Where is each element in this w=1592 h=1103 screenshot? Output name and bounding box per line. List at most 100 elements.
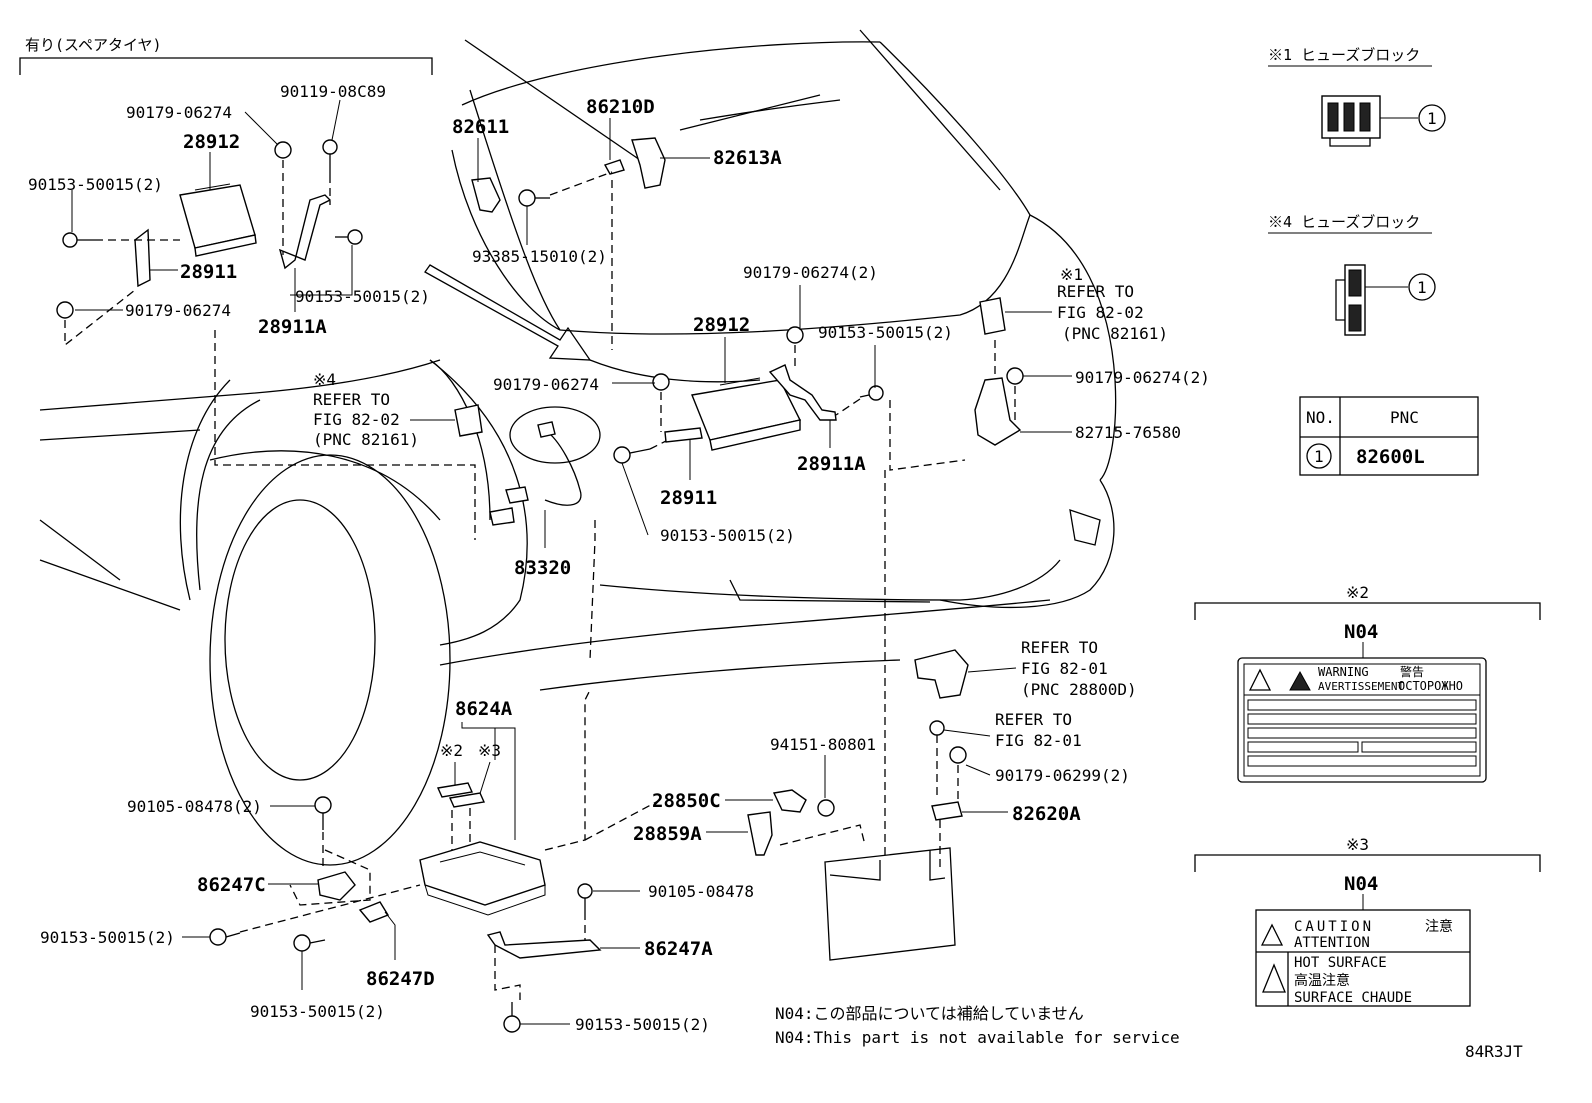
ecu-module-left <box>179 183 257 257</box>
warning-label: WARNING AVERTISSEMENT 警告 OCTOPOЖHO <box>1237 657 1487 783</box>
bracket-28911 <box>664 427 703 443</box>
bracket-86247a <box>486 931 602 959</box>
part-number: 86247D <box>366 968 435 990</box>
nut-icon <box>1006 367 1024 385</box>
refer-text: (PNC 82161) <box>1062 324 1168 343</box>
bracket-82611 <box>471 177 501 213</box>
refer-text: FIG 82-01 <box>995 731 1082 750</box>
refer-text: FIG 82-01 <box>1021 659 1108 678</box>
bracket-28911a <box>768 364 837 421</box>
bolt-icon <box>503 1002 521 1033</box>
bracket-82613a <box>631 137 666 189</box>
caution-text: CAUTION <box>1294 919 1374 935</box>
fuse-block-1-title: ※1 ヒューズブロック <box>1268 46 1420 64</box>
bracket-82620a <box>931 801 963 821</box>
part-number: 90179-06274(2) <box>1075 368 1210 387</box>
part-number: 82613A <box>713 147 782 169</box>
direction-arrow <box>424 264 592 361</box>
nut-icon <box>786 326 804 344</box>
part-number: 28912 <box>693 314 750 336</box>
refer-text: REFER TO <box>313 390 390 409</box>
fuse-block-1-drawing <box>1321 95 1381 147</box>
table-cell: 1 <box>1314 447 1324 466</box>
bolt-icon <box>293 934 326 952</box>
caution-label: CAUTION 注意 ATTENTION HOT SURFACE 高温注意 SU… <box>1255 909 1471 1007</box>
part-number: 82611 <box>452 116 509 138</box>
pnc-table: NO. PNC 1 82600L <box>1299 396 1479 476</box>
part-number: 90179-06274(2) <box>743 263 878 282</box>
bolt-icon <box>859 385 884 401</box>
part-number: 90179-06274 <box>493 375 599 394</box>
part-number: 90105-08478(2) <box>127 797 262 816</box>
part-number: 90153-50015(2) <box>295 287 430 306</box>
refer-text: REFER TO <box>1057 282 1134 301</box>
warning-text: 警告 <box>1400 664 1424 679</box>
fuse-block-4-icon <box>454 404 483 437</box>
spare-tire-bracket <box>19 57 433 75</box>
control-module-8624a <box>419 841 546 916</box>
part-number: 28911 <box>180 261 237 283</box>
nut-icon <box>652 373 670 391</box>
part-number: 28859A <box>633 823 702 845</box>
bolt-icon <box>518 189 550 207</box>
refer-text: FIG 82-02 <box>1057 303 1144 322</box>
label-n04: N04 <box>1344 873 1378 895</box>
bracket-86247c <box>317 871 356 901</box>
refer-text: FIG 82-02 <box>313 410 400 429</box>
battery-outline <box>824 847 956 961</box>
part-number: 86247A <box>644 938 713 960</box>
table-cell: 82600L <box>1356 446 1425 468</box>
fuse-block-4-drawing <box>1335 264 1366 336</box>
nut-icon <box>274 141 292 159</box>
warning-text: AVERTISSEMENT <box>1318 680 1404 693</box>
spare-tire-header: 有り(スペアタイヤ) <box>25 36 162 54</box>
bracket-86247d <box>358 901 390 923</box>
clip-icon <box>603 159 625 175</box>
label-bracket <box>1194 854 1541 872</box>
connector-28800d <box>914 649 969 699</box>
label-n04: N04 <box>1344 621 1378 643</box>
part-number: 83320 <box>514 557 571 579</box>
antenna-cable <box>489 406 601 526</box>
refer-text: REFER TO <box>1021 638 1098 657</box>
callout-number: 1 <box>1427 109 1437 128</box>
bolt-icon <box>613 446 651 464</box>
caution-text: SURFACE CHAUDE <box>1294 990 1412 1006</box>
part-number: 93385-15010(2) <box>472 247 607 266</box>
fuse-block-1-icon <box>979 297 1006 335</box>
part-number: 28911A <box>258 316 327 338</box>
diagram-code: 84R3JT <box>1465 1042 1523 1061</box>
part-number: 90179-06274 <box>125 301 231 320</box>
bolt-icon <box>577 883 593 912</box>
part-number: 94151-80801 <box>770 735 876 754</box>
part-number: 86247C <box>197 874 266 896</box>
table-header: NO. <box>1306 408 1335 427</box>
label-sheet <box>436 782 474 798</box>
bracket-82715 <box>974 377 1022 446</box>
callout-circle <box>1408 273 1436 301</box>
caution-text: ATTENTION <box>1294 935 1370 951</box>
refer-text: REFER TO <box>995 710 1072 729</box>
ecu-module-center <box>691 377 802 451</box>
bracket-28859a <box>747 811 773 856</box>
warning-text: OCTOPOЖHO <box>1398 679 1463 693</box>
grommet-icon <box>817 799 835 817</box>
refer-mark: ※1 <box>1060 265 1083 284</box>
bolt-icon <box>322 139 338 175</box>
part-number: 28850C <box>652 790 721 812</box>
bracket-left <box>134 194 332 288</box>
caution-text: 注意 <box>1425 918 1453 935</box>
callout-number: 1 <box>1417 278 1427 297</box>
label-sheet <box>448 792 486 808</box>
part-number: 86210D <box>586 96 655 118</box>
part-number: 90153-50015(2) <box>818 323 953 342</box>
part-number: 90153-50015(2) <box>575 1015 710 1034</box>
note-mark: ※3 <box>1346 835 1369 854</box>
part-number: 90153-50015(2) <box>660 526 795 545</box>
label-bracket <box>1194 602 1541 620</box>
fuse-block-4-title: ※4 ヒューズブロック <box>1268 213 1420 231</box>
nut-icon <box>949 746 967 764</box>
vehicle-outline <box>39 29 1117 866</box>
